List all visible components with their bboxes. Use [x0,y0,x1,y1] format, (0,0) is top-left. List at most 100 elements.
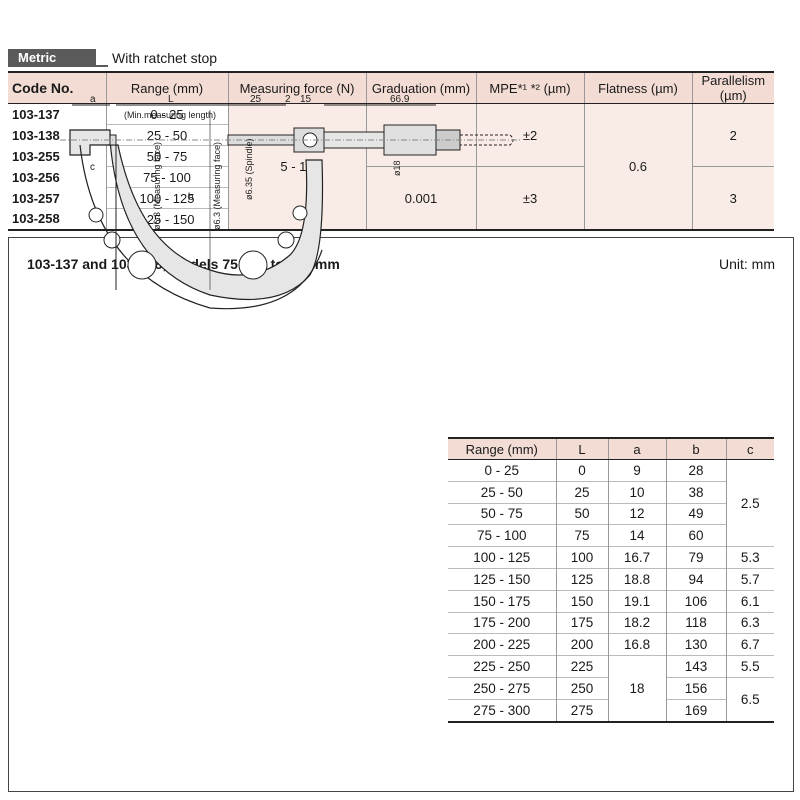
mpe-cell: ±3 [475,166,584,230]
dim-b: b [188,192,194,203]
cell: 18.8 [607,567,666,591]
col-c: c [725,438,774,460]
parallelism-cell: 2 [691,103,774,167]
table-row: 50 - 75 50 12 49 [448,502,774,525]
cell: 6.1 [725,589,774,613]
cell: 118 [665,611,726,634]
cell: 0 [555,459,608,482]
dim-a: a [90,94,96,105]
dimension-table: Range (mm) L a b c 0 - 25 0 9 28 2.5 25 … [448,437,774,723]
cell: 9 [607,459,666,482]
dim-669: 66.9 [390,94,410,105]
table-row: 175 - 200 175 18.2 118 6.3 [448,611,774,634]
cell: 18 [607,655,666,722]
cell: 125 - 150 [448,567,556,591]
table-row: 0 - 25 0 9 28 2.5 [448,458,774,547]
frame-hole [88,207,104,223]
spec-row: 103-255 50 - 75 [8,145,774,167]
flatness-cell: 0.6 [583,103,692,230]
table-row: 150 - 175 150 19.1 106 6.1 [448,589,774,613]
cell: 49 [665,502,726,525]
col-flatness: Flatness (µm) [583,72,692,104]
ratchet-subtitle: With ratchet stop [112,50,218,66]
cell: 2.5 [725,458,774,547]
cell: 125 [555,567,608,591]
cell: 12 [607,502,666,525]
measuring-face-label: ø6.3 (Measuring face) [212,142,222,230]
cell: 38 [665,480,726,504]
cell: 60 [665,524,726,547]
table-row: 25 - 50 25 10 38 [448,480,774,504]
cell: 5.3 [725,546,774,569]
code-cell: 103-256 [8,166,106,188]
code-cell: 103-137 [8,103,106,125]
spindle-label: ø6.35 (Spindle) [244,138,254,200]
cell: 10 [607,480,666,504]
cell: 175 [555,611,608,634]
dim-L: L [168,94,174,105]
cell: 106 [665,589,726,613]
frame-hole [277,231,295,249]
col-graduation: Graduation (mm) [365,72,476,104]
cell: 75 [555,524,608,547]
cell: 200 [555,633,608,656]
cell: 79 [665,546,726,569]
frame-hole [238,250,268,280]
cell: 275 - 300 [448,698,556,722]
min-length-label: (Min.measuring length) [124,110,216,120]
cell: 100 [555,546,608,569]
table-row: 250 - 275 250 156 6.5 [448,676,774,722]
measuring-face-label: ø6.3 (Measuring face) [152,142,162,230]
range-cell: 0 - 25 [105,103,228,125]
dim-25: 25 [250,94,262,105]
range-cell: 50 - 75 [105,145,228,167]
col-range: Range (mm) [448,438,556,460]
micrometer-drawing: a L 25 2 15 66.9 (Min.measuring length) … [60,94,520,310]
col-L: L [555,438,608,460]
cell: 175 - 200 [448,611,556,634]
col-mpe: MPE*¹ *² (µm) [475,72,584,104]
mpe-cell: ±2 [475,103,584,167]
force-cell: 5 - 10 [227,103,366,230]
frame-hole [103,231,121,249]
cell: 100 - 125 [448,546,556,569]
cell: 169 [665,698,726,722]
dim-header-row: Range (mm) L a b c [448,438,774,460]
cell: 0 - 25 [448,459,556,482]
col-a: a [607,438,666,460]
spec-row: 103-256 75 - 100 0.001 ±3 3 [8,166,774,230]
cell: 25 - 50 [448,480,556,504]
cell: 150 - 175 [448,589,556,613]
cell: 18.2 [607,611,666,634]
code-cell: 103-257 [8,187,106,209]
cell: 250 [555,676,608,700]
cell: 225 - 250 [448,655,556,678]
metric-tag: Metric [8,49,96,67]
cell: 28 [665,459,726,482]
cell: 150 [555,589,608,613]
graduation-cell: 0.001 [365,166,476,230]
cell: 6.7 [725,633,774,656]
cell: 75 - 100 [448,524,556,547]
frame-hole [127,250,157,280]
table-row: 100 - 125 100 16.7 79 5.3 [448,546,774,569]
cell: 156 [665,676,726,700]
cell: 6.3 [725,611,774,634]
cell: 14 [607,524,666,547]
frame-shape [69,129,324,301]
cell: 250 - 275 [448,676,556,700]
dim-2: 2 [285,94,291,105]
col-force: Measuring force (N) [227,72,366,104]
spec-header-row: Code No. Range (mm) Measuring force (N) … [8,72,774,104]
cell: 130 [665,633,726,656]
range-cell: 75 - 100 [105,166,228,188]
cell: 94 [665,567,726,591]
tag-rule [96,65,108,67]
cell: 19.1 [607,589,666,613]
cell: 16.8 [607,633,666,656]
dim-c: c [90,162,95,173]
cell: 6.5 [725,676,774,722]
cell: 275 [555,698,608,722]
parallelism-cell: 3 [691,166,774,230]
table-row: 125 - 150 125 18.8 94 5.7 [448,567,774,591]
